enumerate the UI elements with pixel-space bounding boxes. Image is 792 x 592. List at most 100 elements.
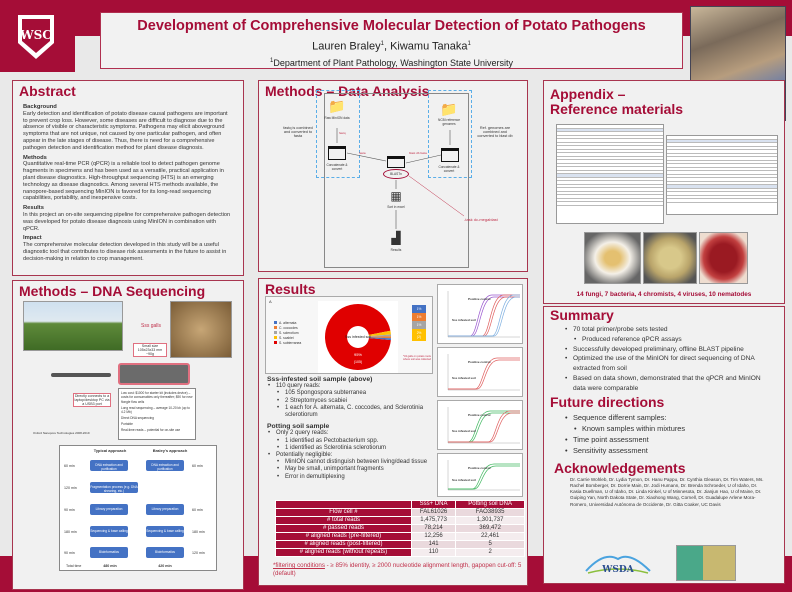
approach-flowchart: Typical approach Braley's approach Total… xyxy=(59,445,217,571)
legend-swatch xyxy=(274,341,277,344)
results-label: Results xyxy=(390,248,402,252)
legend-label: S. subterranea xyxy=(279,341,302,345)
braley-step-time: 60 min xyxy=(192,508,203,512)
list-item: Sensitivity assessment xyxy=(564,445,784,456)
pie-main-percent: 95% xyxy=(354,352,362,357)
amplification-curve xyxy=(448,296,520,337)
reference-row xyxy=(557,188,663,192)
feature-item: Direct DNA sequencing xyxy=(121,416,154,421)
feature-item: Low cost: $1000 for starter kit (include… xyxy=(121,391,193,404)
sss-galls-label: Sss galls xyxy=(141,323,162,329)
fastq-note: fastq is combined and converted to fasta xyxy=(283,126,313,138)
reference-row xyxy=(667,139,777,143)
list-item: Produced reference qPCR assays xyxy=(564,335,772,345)
amplification-curve xyxy=(448,359,520,390)
typical-step-time: 120 min xyxy=(64,486,77,490)
abstract-heading: Methods xyxy=(23,154,47,161)
list-item: Error in demultiplexing xyxy=(267,474,435,481)
culture-photo-3 xyxy=(699,232,748,284)
table-cell: 1,301,737 xyxy=(455,516,525,525)
breakout-box: 1% xyxy=(412,305,426,313)
culture-photo-2 xyxy=(643,232,697,284)
culture-photo-1 xyxy=(584,232,641,284)
dna-sequencing-title: Methods – DNA Sequencing xyxy=(19,283,206,299)
column-header xyxy=(275,500,412,509)
list-item: Known samples within mixtures xyxy=(564,423,784,434)
future-title: Future directions xyxy=(550,393,665,410)
list-item: 110 query reads: xyxy=(267,383,435,390)
typical-step-time: 180 min xyxy=(64,530,77,534)
reference-row xyxy=(667,168,777,171)
reference-row xyxy=(557,139,663,143)
potato-commission-logo xyxy=(676,545,736,581)
braley-step-time: 60 min xyxy=(192,464,203,468)
reference-row xyxy=(667,192,777,196)
reference-row xyxy=(557,185,663,188)
reference-row xyxy=(557,171,663,174)
row-header: # aligned reads (pre-filtered) xyxy=(275,532,412,541)
abstract-paragraph: Quantitative real-time PCR (qPCR) is a r… xyxy=(23,161,224,202)
pie-center-label: Sss infested soil xyxy=(345,335,371,339)
sss-soil-label: Sss infested soil xyxy=(452,376,476,380)
list-item: 1 identified as Sclerotinia sclerotiorum xyxy=(267,445,435,452)
reference-row xyxy=(667,171,777,175)
reference-row xyxy=(557,178,663,181)
typical-step-time: 90 min xyxy=(64,508,75,512)
filter-note: *filtering conditions - ≥ 85% identity, … xyxy=(273,562,522,577)
row-header: # passed reads xyxy=(275,524,412,533)
list-item: 2 Streptomyces scabiei xyxy=(267,398,435,405)
table-cell: 5 xyxy=(455,540,525,549)
typical-total: 480 min xyxy=(103,564,117,568)
title-box: Development of Comprehensive Molecular D… xyxy=(100,12,683,69)
future-list: Sequence different samples:Known samples… xyxy=(544,412,784,456)
list-item: Optimized the use of the MinION for dire… xyxy=(564,354,772,374)
potting-list: Only 2 query reads:1 identified as Pecto… xyxy=(267,430,435,481)
affiliation: 1Department of Plant Pathology, Washingt… xyxy=(270,57,513,68)
list-item: Based on data shown, demonstrated that t… xyxy=(564,374,772,394)
sss-soil-label: Sss infested soil xyxy=(452,429,476,433)
reference-row xyxy=(557,157,663,160)
legend-swatch xyxy=(274,331,277,334)
task-label: -task dc-megablast xyxy=(464,217,498,222)
row-header: # aligned reads (post-filtered) xyxy=(275,540,412,549)
blast-highlight xyxy=(383,169,409,179)
appendix-panel: Appendix –Reference materials 14 fungi, … xyxy=(543,80,785,304)
typical-step: Sequencing & base calling xyxy=(90,526,128,537)
abstract-paragraph: Early detection and identification of po… xyxy=(23,110,228,151)
row-header: # total reads xyxy=(275,516,412,525)
svg-text:WSDA: WSDA xyxy=(601,565,634,575)
window-icon xyxy=(328,146,346,160)
braley-step: Sequencing & base calling xyxy=(146,526,184,537)
abstract-heading: Results xyxy=(23,205,44,212)
reference-row xyxy=(557,128,663,132)
amplification-curve xyxy=(448,296,520,337)
window-icon xyxy=(387,156,405,168)
table-icon: ▦ xyxy=(390,189,402,203)
abstract-title: Abstract xyxy=(19,83,76,99)
legend-item: S. subterranea xyxy=(274,341,301,346)
column-header: Potting soil DNA xyxy=(455,500,525,509)
ack-text: Dr. Carrie Wohleb, Dr. Lydia Tymon, Dr. … xyxy=(570,476,764,507)
breakout-box: 1% xyxy=(412,313,426,321)
list-item: 1 identified as Pectobacterium spp. xyxy=(267,438,435,445)
table-cell: FAL61026 xyxy=(410,508,457,517)
reference-row xyxy=(557,153,663,157)
legend-swatch xyxy=(274,321,277,324)
reference-row xyxy=(667,143,777,147)
reference-row xyxy=(557,150,663,153)
list-item: Time point assessment xyxy=(564,434,784,445)
reference-row xyxy=(557,164,663,167)
pipeline-arrows xyxy=(336,128,465,229)
wsu-logo-icon: WSC xyxy=(18,15,54,59)
amplification-curve xyxy=(448,465,520,490)
minion-device xyxy=(118,363,190,385)
typical-step: Library preparation xyxy=(90,504,128,515)
braley-step-time: 120 min xyxy=(192,551,205,555)
abstract-heading: Impact xyxy=(23,235,42,242)
